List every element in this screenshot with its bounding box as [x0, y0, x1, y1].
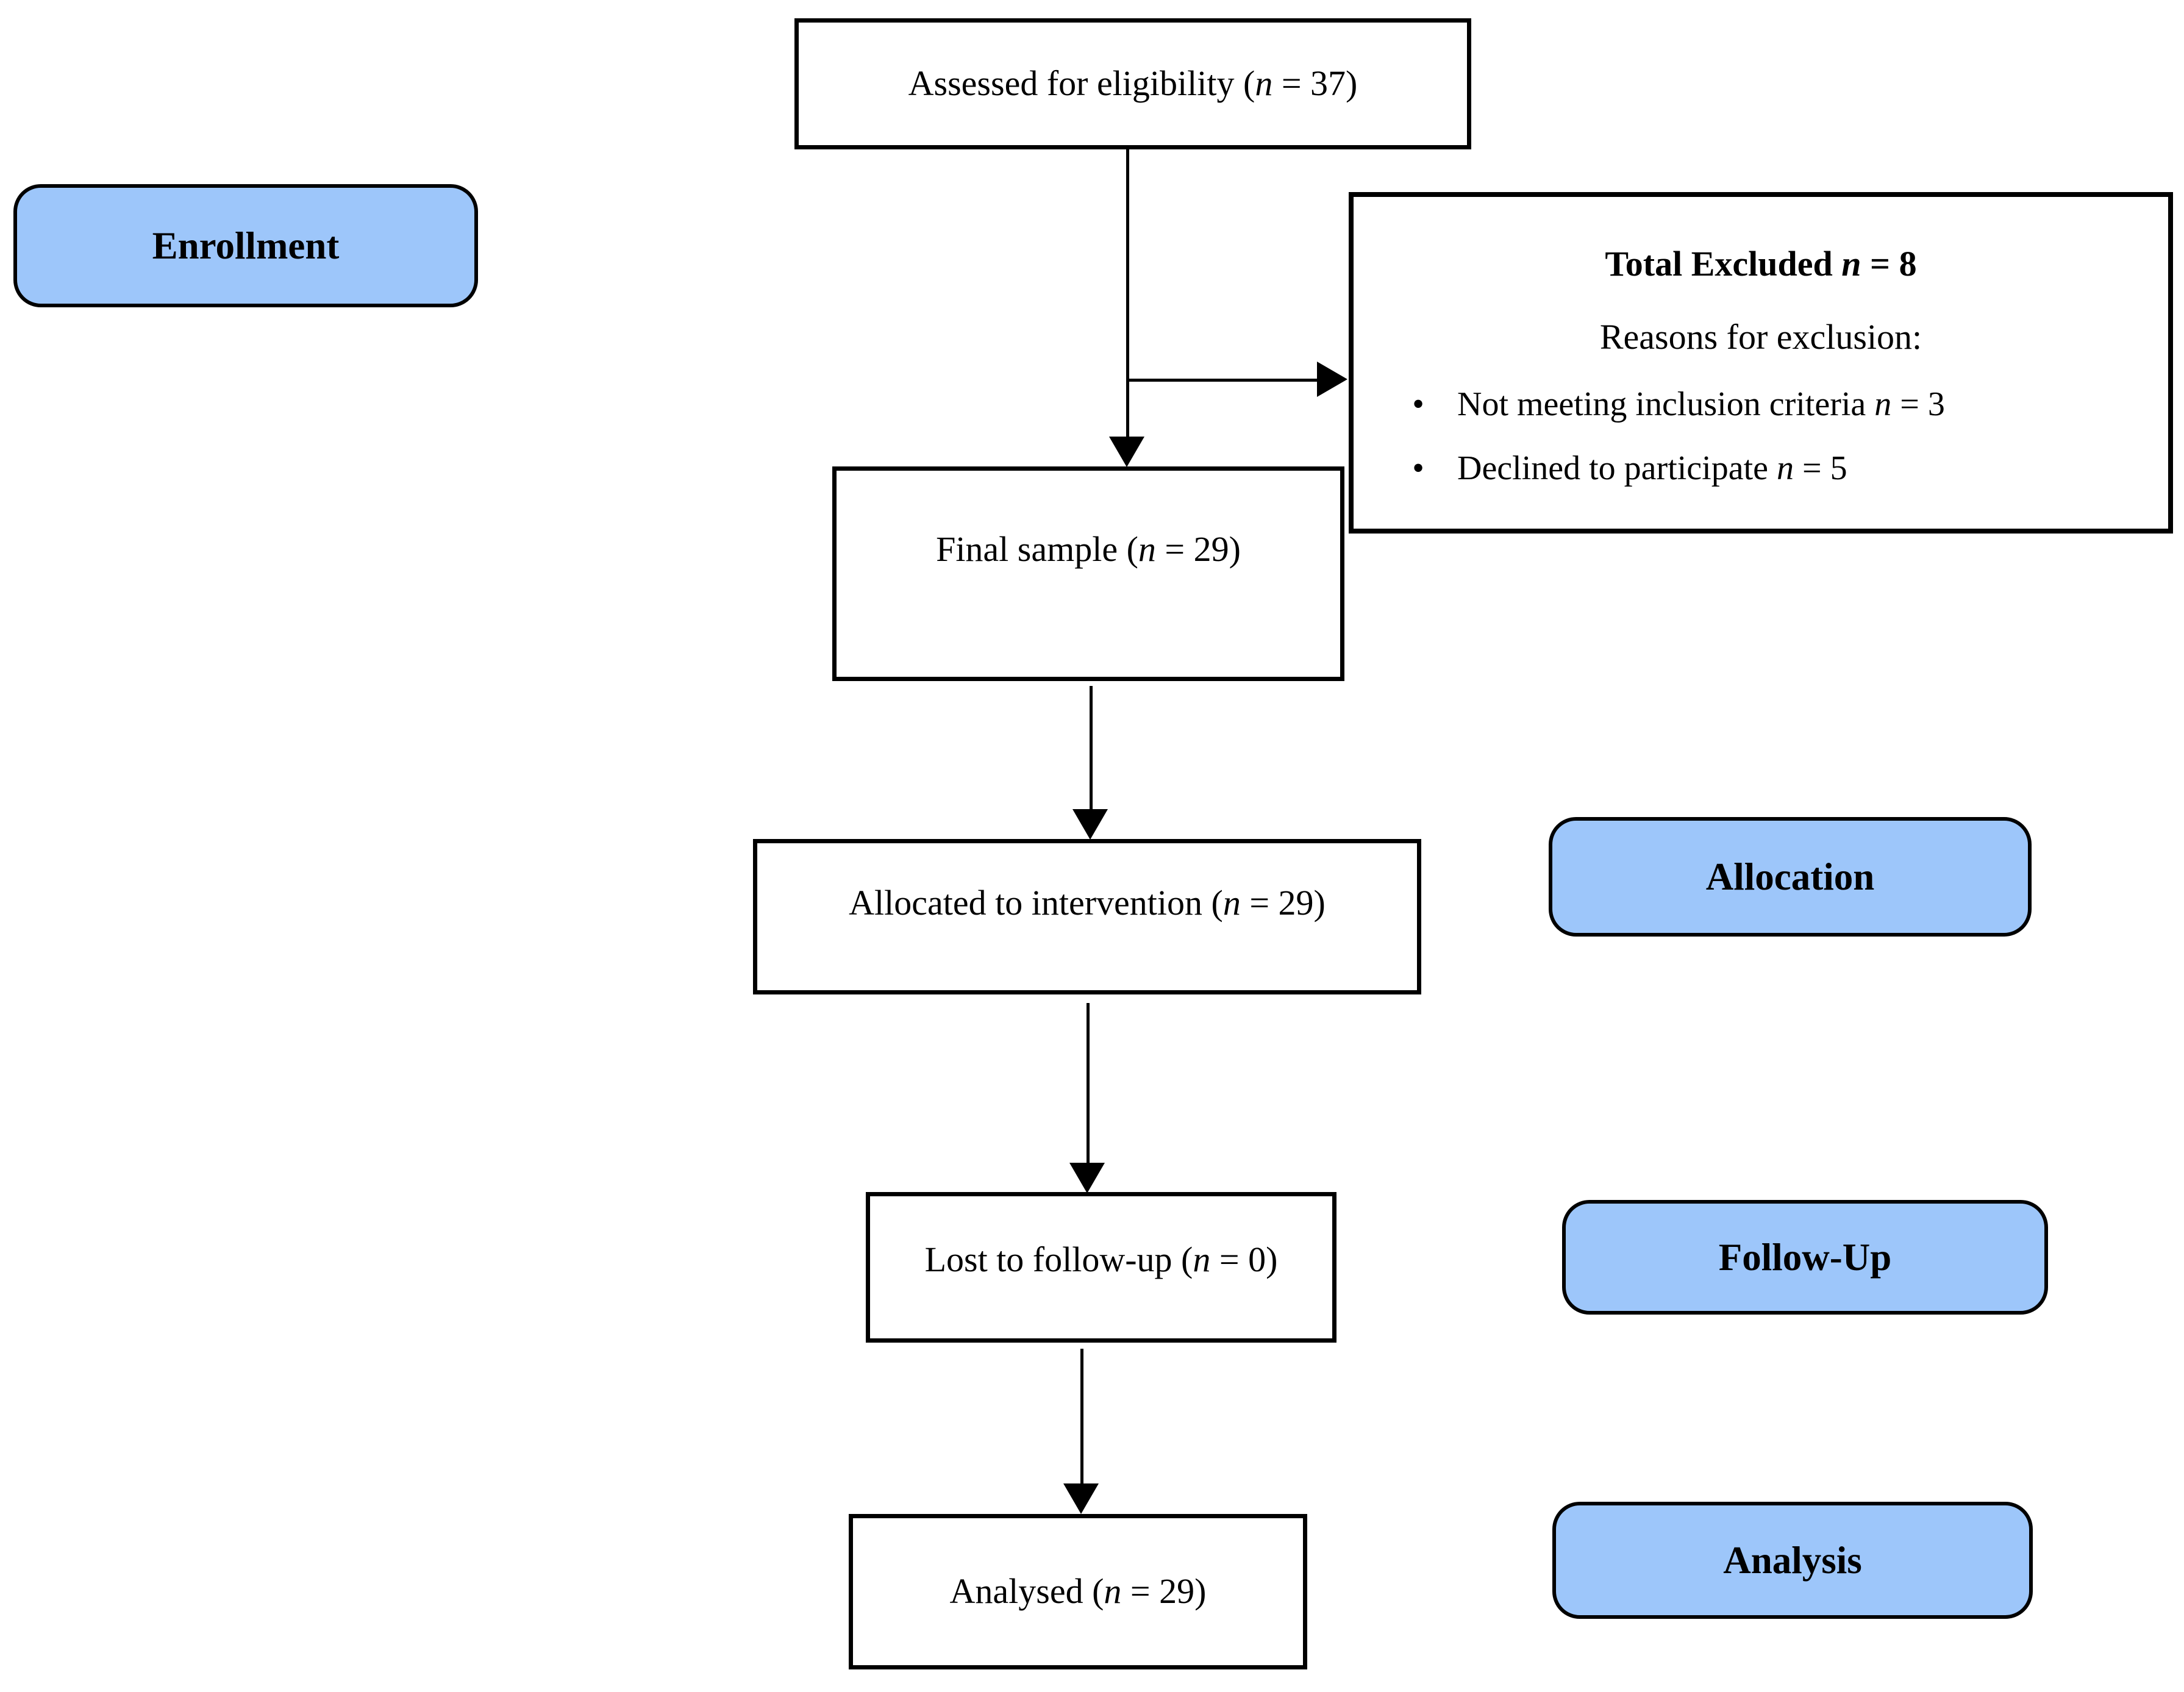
arrow-assessed-to-final-line [1126, 149, 1129, 438]
final-sample-label: Final sample (n = 29) [936, 529, 1241, 569]
excluded-box: Total Excluded n = 8 Reasons for exclusi… [1349, 192, 2173, 534]
exclusion-reason-label: Declined to participate n = 5 [1457, 449, 1847, 487]
exclusion-reasons-heading: Reasons for exclusion: [1599, 317, 1922, 357]
exclusion-reason-item: • Not meeting inclusion criteria n = 3 [1354, 383, 2168, 426]
arrow-final-to-allocated-line [1090, 686, 1093, 811]
enrollment-label: Enrollment [152, 224, 340, 267]
analysed-label: Analysed (n = 29) [949, 1571, 1207, 1612]
arrowhead-down-icon [1109, 437, 1144, 467]
follow-up-label: Follow-Up [1718, 1235, 1892, 1279]
arrow-allocated-to-lost-line [1087, 1003, 1090, 1165]
stage-pill-allocation: Allocation [1549, 817, 2032, 937]
stage-pill-follow-up: Follow-Up [1562, 1200, 2048, 1315]
lost-to-follow-up-box: Lost to follow-up (n = 0) [866, 1192, 1336, 1343]
exclusion-reason-label: Not meeting inclusion criteria n = 3 [1457, 385, 1945, 423]
bullet-icon: • [1412, 449, 1424, 487]
final-sample-box: Final sample (n = 29) [832, 466, 1344, 681]
assessed-eligibility-label: Assessed for eligibility (n = 37) [908, 63, 1358, 104]
arrowhead-down-icon [1072, 809, 1108, 840]
arrow-lost-to-analysed-line [1080, 1349, 1083, 1485]
exclusion-reason-item: • Declined to participate n = 5 [1354, 447, 2168, 490]
allocated-intervention-label: Allocated to intervention (n = 29) [849, 882, 1326, 923]
arrowhead-right-icon [1317, 362, 1347, 397]
excluded-title: Total Excluded n = 8 [1605, 244, 1917, 284]
bullet-icon: • [1412, 385, 1424, 423]
analysed-box: Analysed (n = 29) [849, 1514, 1307, 1669]
allocated-intervention-box: Allocated to intervention (n = 29) [753, 839, 1421, 994]
stage-pill-analysis: Analysis [1552, 1502, 2033, 1619]
arrowhead-down-icon [1063, 1483, 1099, 1514]
analysis-label: Analysis [1723, 1538, 1862, 1582]
stage-pill-enrollment: Enrollment [13, 184, 478, 307]
lost-to-follow-up-label: Lost to follow-up (n = 0) [924, 1239, 1278, 1279]
arrowhead-down-icon [1069, 1163, 1105, 1193]
arrow-to-excluded-line [1126, 379, 1320, 382]
allocation-label: Allocation [1705, 855, 1875, 898]
assessed-eligibility-box: Assessed for eligibility (n = 37) [794, 18, 1471, 149]
